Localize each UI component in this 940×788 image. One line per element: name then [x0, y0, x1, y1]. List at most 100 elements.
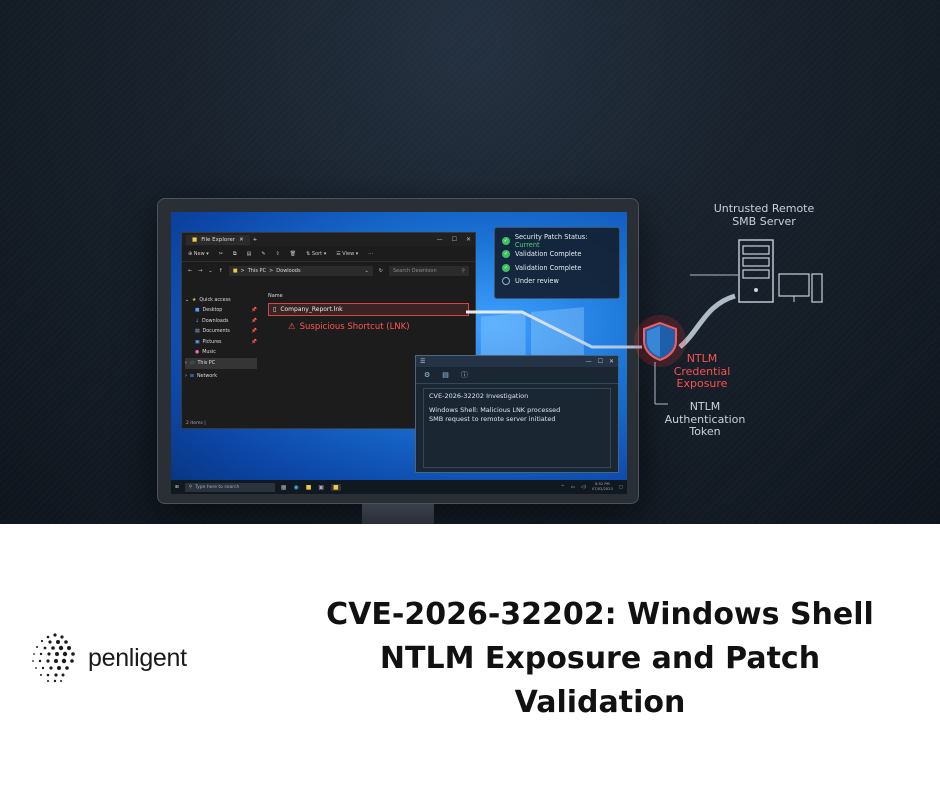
explorer-tab[interactable]: ■ File Explorer ✕ — [186, 234, 250, 245]
cut-icon[interactable]: ✂ — [218, 250, 223, 257]
network-icon[interactable]: ▭ — [570, 484, 575, 490]
desktop-screen: ■ File Explorer ✕ + — ☐ ✕ ⊕ New ▾ ✂ ⧉ ▤ — [171, 212, 627, 494]
view-button[interactable]: ☰ View ▾ — [336, 250, 359, 257]
investigation-titlebar: ☰ — ☐ ✕ — [416, 356, 618, 367]
page-title: CVE-2026-32202: Windows Shell NTLM Expos… — [326, 597, 874, 720]
patch-item: ✓Validation Complete — [502, 250, 582, 259]
file-row-lnk[interactable]: ▯ Company_Report.lnk — [268, 303, 469, 316]
paste-icon[interactable]: ▤ — [246, 250, 252, 257]
nav-pictures[interactable]: ▣Pictures📌 — [195, 339, 257, 345]
shortcut-file-icon: ▯ — [273, 306, 277, 313]
start-icon[interactable]: ⊞ — [175, 484, 179, 490]
app-icon[interactable]: ■ — [331, 483, 341, 491]
monitor-stand — [362, 504, 434, 524]
data-flow-line — [466, 310, 642, 349]
store-icon[interactable]: ▣ — [318, 483, 325, 491]
log-line: Windows Shell: Malicious LNK processed — [429, 405, 561, 414]
nav-documents[interactable]: ▤Documents📌 — [195, 329, 257, 335]
close-icon[interactable]: ✕ — [608, 358, 614, 365]
patch-item: ✓Validation Complete — [502, 263, 582, 272]
nav-music[interactable]: ●Music — [195, 350, 216, 356]
patch-item: ✓Security Patch Status: Current — [502, 232, 588, 249]
investigation-toolbar: ⚙ ▤ ⓘ — [416, 367, 618, 384]
pending-circle-icon — [502, 277, 510, 286]
taskbar-search[interactable]: ⚲ Type here to search — [184, 482, 275, 492]
warning-icon: ⚠ — [288, 322, 296, 332]
document-icon[interactable]: ▤ — [442, 371, 449, 379]
patch-status-panel: ✓Security Patch Status: Current ✓Validat… — [494, 227, 620, 299]
chevron-down-icon[interactable]: ⌄ — [364, 267, 369, 274]
explorer-titlebar: ■ File Explorer ✕ + — ☐ ✕ — [182, 233, 475, 246]
search-icon: ⚲ — [188, 484, 193, 490]
new-button[interactable]: ⊕ New ▾ — [188, 250, 209, 257]
address-bar[interactable]: ■ > This PC > Dowloods ⌄ — [228, 265, 373, 276]
data-flow-line — [678, 293, 736, 349]
up-icon[interactable]: ↑ — [218, 267, 223, 274]
nav-quick-access[interactable]: ⌄ ★ Quick access — [185, 297, 231, 303]
delete-icon[interactable]: 🗑 — [289, 250, 297, 257]
minimize-icon[interactable]: — — [585, 358, 592, 365]
taskbar: ⊞ ⚲ Type here to search ▦ ◉ ■ ▣ ■ ^ ▭ ◁) — [171, 480, 627, 494]
shield-icon — [643, 321, 677, 361]
check-icon: ✓ — [502, 236, 510, 245]
refresh-icon[interactable]: ↻ — [378, 267, 383, 274]
breadcrumb-folder[interactable]: Dowloods — [276, 267, 301, 274]
brand-name: penligent — [88, 643, 187, 672]
sort-button[interactable]: ⇅ Sort ▾ — [306, 250, 327, 257]
info-icon[interactable]: ⓘ — [460, 371, 468, 379]
suspicious-warning: ⚠ Suspicious Shortcut (LNK) — [288, 322, 410, 332]
chevron-down-icon[interactable]: ⌄ — [208, 267, 213, 274]
log-line: SMB request to remote server initiated — [429, 415, 556, 423]
maximize-icon[interactable]: ☐ — [597, 358, 603, 365]
search-icon: ⚲ — [461, 267, 465, 274]
minimize-icon[interactable]: — — [436, 236, 443, 243]
investigation-log: CVE-2026-32202 Investigation Windows She… — [423, 388, 611, 468]
new-tab-button[interactable]: + — [252, 236, 258, 243]
task-view-icon[interactable]: ▦ — [280, 483, 287, 491]
close-icon[interactable]: ✕ — [465, 236, 471, 243]
check-icon: ✓ — [502, 263, 510, 272]
file-explorer-icon[interactable]: ■ — [305, 483, 312, 491]
dot-sphere-logo-icon — [32, 633, 75, 683]
gear-icon[interactable]: ⚙ — [424, 371, 431, 379]
search-input[interactable]: Search Dewnloon ⚲ — [389, 265, 469, 276]
monitor: ■ File Explorer ✕ + — ☐ ✕ ⊕ New ▾ ✂ ⧉ ▤ — [157, 198, 639, 504]
address-bar-row: ← → ⌄ ↑ ■ > This PC > Dowloods ⌄ ↻ Searc… — [182, 262, 475, 279]
menu-icon[interactable]: ☰ — [420, 358, 426, 365]
notification-icon[interactable]: ▢ — [618, 484, 623, 490]
taskbar-apps: ▦ ◉ ■ ▣ ■ — [280, 483, 341, 491]
nav-desktop[interactable]: ■Desktop📌 — [195, 308, 257, 314]
nav-this-pc[interactable]: › ▭ This PC — [185, 358, 257, 369]
file-name: Company_Report.lnk — [280, 306, 343, 313]
investigation-window[interactable]: ☰ — ☐ ✕ ⚙ ▤ ⓘ CVE-2026-32202 Investigati… — [415, 355, 619, 473]
navigation-pane: ⌄ ★ Quick access ■Desktop📌 ↓Downloads📌 ▤… — [182, 291, 260, 421]
copy-icon[interactable]: ⧉ — [233, 250, 237, 257]
volume-icon[interactable]: ◁) — [580, 484, 587, 490]
breadcrumb-root[interactable]: This PC — [247, 267, 267, 274]
share-icon[interactable]: ⇪ — [275, 250, 280, 257]
forward-icon[interactable]: → — [198, 267, 203, 274]
explorer-toolbar: ⊕ New ▾ ✂ ⧉ ▤ ✎ ⇪ 🗑 ⇅ Sort ▾ ☰ View ▾ ··… — [182, 246, 475, 262]
close-tab-icon[interactable]: ✕ — [239, 236, 244, 243]
maximize-icon[interactable]: ☐ — [451, 236, 457, 243]
patch-item: Under review — [502, 275, 612, 289]
rename-icon[interactable]: ✎ — [261, 250, 266, 257]
nav-downloads[interactable]: ↓Downloads📌 — [195, 318, 257, 324]
hero-illustration: ■ File Explorer ✕ + — ☐ ✕ ⊕ New ▾ ✂ ⧉ ▤ — [0, 0, 940, 524]
file-list: Name ▯ Company_Report.lnk ⚠ Suspicious S… — [262, 291, 475, 421]
investigation-heading: CVE-2026-32202 Investigation — [429, 392, 529, 400]
chevron-up-icon[interactable]: ^ — [560, 484, 565, 490]
folder-icon: ■ — [192, 236, 198, 243]
column-header-name[interactable]: Name — [268, 293, 283, 299]
more-button[interactable]: ··· — [368, 250, 374, 257]
nav-network[interactable]: › ⊞ Network — [185, 374, 217, 380]
edge-icon[interactable]: ◉ — [293, 483, 299, 491]
check-icon: ✓ — [502, 250, 510, 259]
status-bar: 2 items | — [186, 421, 206, 426]
back-icon[interactable]: ← — [188, 267, 193, 274]
